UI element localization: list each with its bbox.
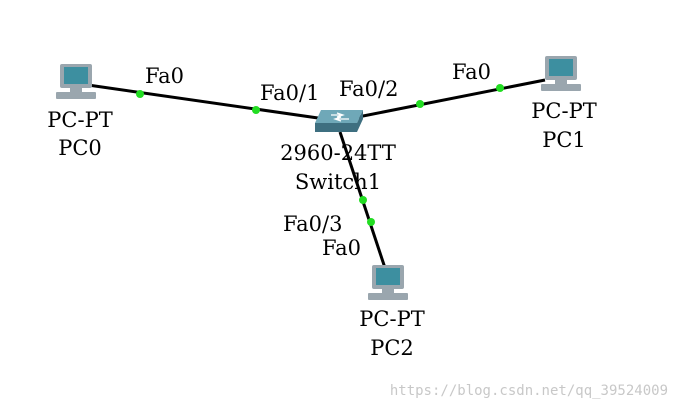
- link-pc0-switch1[interactable]: [87, 83, 319, 120]
- port-label-pc0-fa0: Fa0: [145, 64, 184, 88]
- pc1-name-label: PC1: [542, 128, 586, 152]
- pc-icon: [56, 64, 96, 99]
- watermark-text: https://blog.csdn.net/qq_39524009: [390, 383, 668, 399]
- link-status-switch-fa0-2: [416, 100, 424, 108]
- link-status-pc0-fa0: [136, 90, 144, 98]
- link-status-pc2-fa0: [367, 218, 375, 226]
- switch1-name-label: Switch1: [295, 170, 381, 194]
- pc1-model-label: PC-PT: [531, 99, 596, 123]
- pc2-device[interactable]: [368, 265, 408, 300]
- port-label-pc1-fa0: Fa0: [452, 60, 491, 84]
- port-label-switch-fa0-3: Fa0/3: [283, 212, 342, 236]
- pc0-device[interactable]: [56, 64, 96, 99]
- pc0-name-label: PC0: [58, 136, 102, 160]
- port-label-switch-fa0-1: Fa0/1: [260, 81, 319, 105]
- link-status-switch-fa0-1: [252, 106, 260, 114]
- port-label-pc2-fa0: Fa0: [322, 236, 361, 260]
- switch-icon: [315, 110, 363, 132]
- link-status-switch-fa0-3: [359, 196, 367, 204]
- pc-icon: [368, 265, 408, 300]
- pc2-model-label: PC-PT: [359, 307, 424, 331]
- pc1-device[interactable]: [541, 56, 581, 91]
- pc0-model-label: PC-PT: [47, 108, 112, 132]
- pc-icon: [541, 56, 581, 91]
- pc2-name-label: PC2: [370, 336, 414, 360]
- switch1-device[interactable]: [315, 110, 363, 132]
- switch1-model-label: 2960-24TT: [280, 141, 396, 165]
- link-pc1-switch1[interactable]: [357, 78, 546, 119]
- link-status-pc1-fa0: [496, 84, 504, 92]
- port-label-switch-fa0-2: Fa0/2: [339, 77, 398, 101]
